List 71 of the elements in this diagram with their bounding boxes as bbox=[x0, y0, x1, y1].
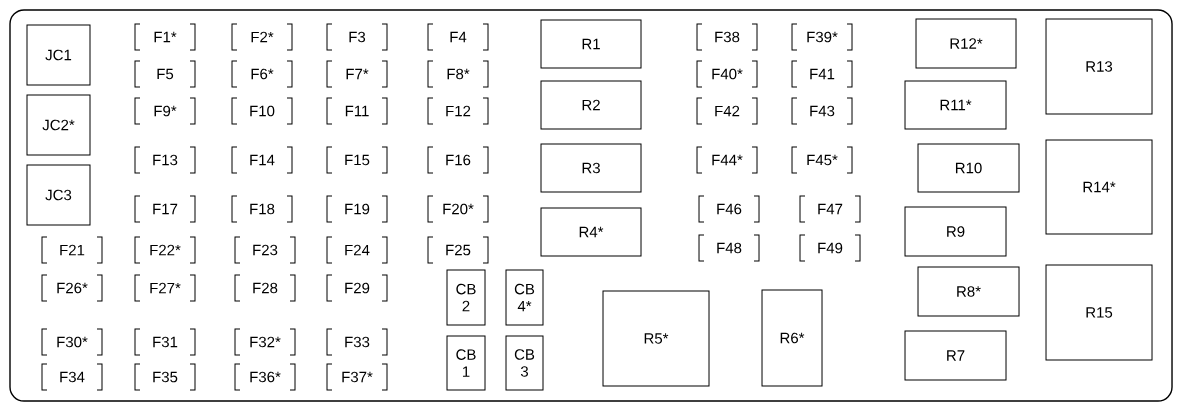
fuse-slot: F47 bbox=[799, 195, 861, 223]
fuse-slot: F48 bbox=[698, 234, 760, 262]
relay-box: R7 bbox=[904, 330, 1007, 381]
fuse-slot: F30* bbox=[41, 328, 103, 356]
fuse-slot: F27* bbox=[134, 274, 196, 302]
relay-box: R6* bbox=[761, 289, 823, 387]
fuse-slot: F10 bbox=[231, 97, 293, 125]
fuse-slot: F37* bbox=[326, 363, 388, 391]
fuse-slot: F5 bbox=[134, 60, 196, 88]
circuit-breaker-box: CB 4* bbox=[505, 269, 544, 326]
fuse-slot: F32* bbox=[234, 328, 296, 356]
fuse-slot: F45* bbox=[791, 146, 853, 174]
relay-box: R5* bbox=[602, 290, 710, 387]
relay-box: R15 bbox=[1045, 264, 1153, 361]
fuse-slot: F36* bbox=[234, 363, 296, 391]
fuse-slot: F6* bbox=[231, 60, 293, 88]
fuse-slot: F23 bbox=[234, 236, 296, 264]
circuit-breaker-box: CB 2 bbox=[446, 269, 486, 326]
fuse-slot: F24 bbox=[326, 236, 388, 264]
fuse-slot: F15 bbox=[326, 146, 388, 174]
fuse-slot: F9* bbox=[134, 97, 196, 125]
fuse-slot: F46 bbox=[698, 195, 760, 223]
fuse-slot: F14 bbox=[231, 146, 293, 174]
fuse-slot: F34 bbox=[41, 363, 103, 391]
fuse-slot: F1* bbox=[134, 23, 196, 51]
fuse-slot: F41 bbox=[791, 60, 853, 88]
fuse-slot: F43 bbox=[791, 97, 853, 125]
circuit-breaker-box: CB 3 bbox=[505, 335, 544, 391]
fuse-slot: F31 bbox=[134, 328, 196, 356]
fuse-slot: F22* bbox=[134, 236, 196, 264]
relay-box: R12* bbox=[915, 18, 1017, 69]
fuse-slot: F25 bbox=[427, 236, 489, 264]
fuse-slot: F40* bbox=[696, 60, 758, 88]
fuse-slot: F28 bbox=[234, 274, 296, 302]
fuse-slot: F4 bbox=[427, 23, 489, 51]
junction-block-box: JC2* bbox=[26, 94, 91, 156]
fuse-slot: F2* bbox=[231, 23, 293, 51]
junction-block-box: JC3 bbox=[26, 164, 91, 226]
fuse-slot: F16 bbox=[427, 146, 489, 174]
relay-box: R3 bbox=[540, 143, 642, 193]
fuse-slot: F8* bbox=[427, 60, 489, 88]
fuse-slot: F49 bbox=[799, 234, 861, 262]
junction-block-box: JC1 bbox=[26, 24, 91, 86]
fuse-slot: F33 bbox=[326, 328, 388, 356]
fuse-slot: F17 bbox=[134, 195, 196, 223]
fuse-slot: F19 bbox=[326, 195, 388, 223]
fuse-slot: F13 bbox=[134, 146, 196, 174]
fuse-slot: F18 bbox=[231, 195, 293, 223]
fuse-slot: F20* bbox=[427, 195, 489, 223]
relay-box: R2 bbox=[540, 80, 642, 130]
fuse-slot: F11 bbox=[326, 97, 388, 125]
fuse-slot: F44* bbox=[696, 146, 758, 174]
relay-box: R11* bbox=[904, 80, 1007, 130]
fuse-slot: F39* bbox=[791, 23, 853, 51]
relay-box: R8* bbox=[917, 266, 1020, 317]
relay-box: R1 bbox=[540, 19, 642, 69]
relay-box: R14* bbox=[1045, 139, 1153, 235]
relay-box: R13 bbox=[1045, 18, 1153, 115]
fuse-slot: F38 bbox=[696, 23, 758, 51]
fuse-slot: F3 bbox=[326, 23, 388, 51]
fuse-slot: F29 bbox=[326, 274, 388, 302]
relay-box: R4* bbox=[540, 207, 642, 257]
fuse-slot: F7* bbox=[326, 60, 388, 88]
relay-box: R9 bbox=[904, 206, 1007, 257]
fuse-slot: F35 bbox=[134, 363, 196, 391]
fuse-slot: F12 bbox=[427, 97, 489, 125]
fuse-slot: F42 bbox=[696, 97, 758, 125]
circuit-breaker-box: CB 1 bbox=[446, 335, 486, 391]
fuse-slot: F26* bbox=[41, 274, 103, 302]
fuse-slot: F21 bbox=[41, 236, 103, 264]
relay-box: R10 bbox=[917, 143, 1020, 193]
